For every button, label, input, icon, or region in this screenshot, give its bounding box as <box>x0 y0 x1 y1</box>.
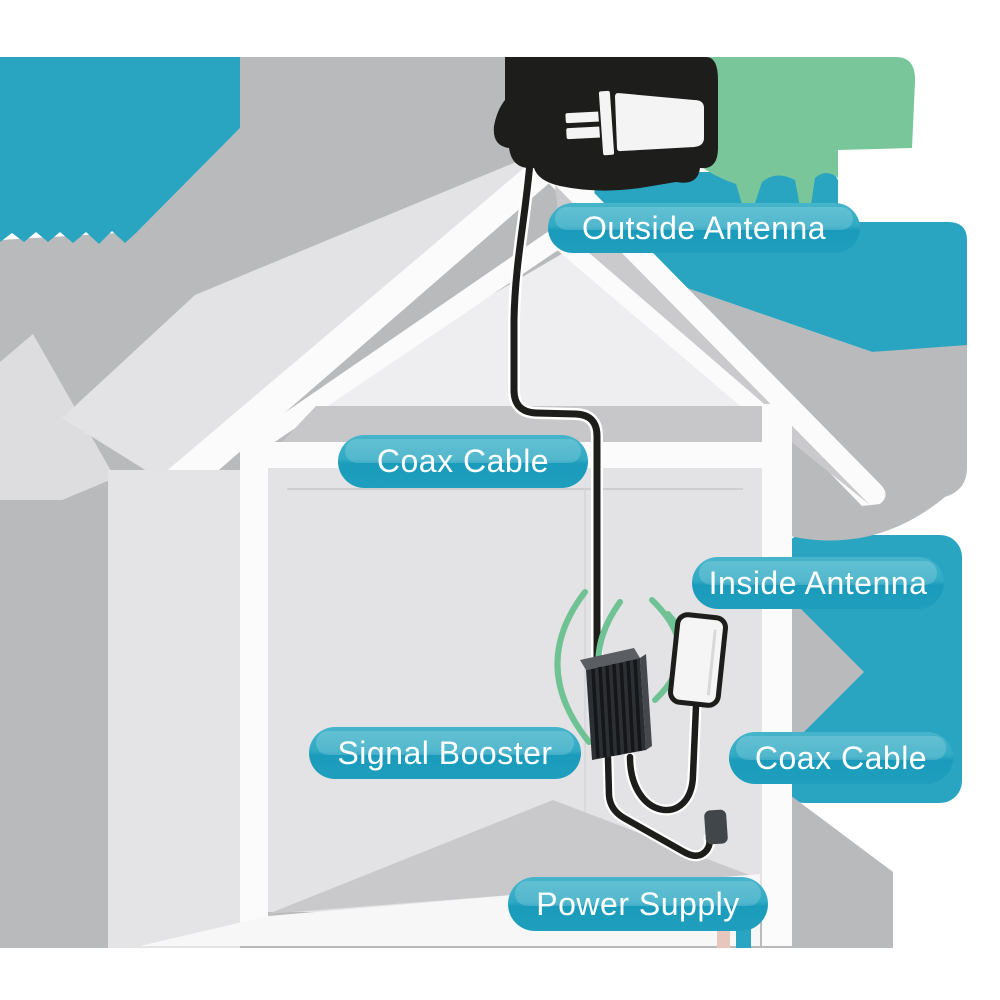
power-cord-path <box>602 752 716 862</box>
outside-antenna-icon <box>493 57 718 191</box>
bottom-strips <box>717 928 751 948</box>
coax-cable-path-inside <box>624 700 702 816</box>
outside-antenna-label: Outside Antenna <box>548 203 860 253</box>
inside-antenna-icon <box>668 612 728 708</box>
power-supply-icon <box>704 809 728 845</box>
inside-antenna-label: Inside Antenna <box>692 557 944 609</box>
gable-frame <box>248 222 792 460</box>
coax-cable-path-top <box>508 144 603 666</box>
signal-booster-icon <box>580 648 652 760</box>
coax-cable-bottom-label: Coax Cable <box>729 732 953 784</box>
coax-cable-top-label: Coax Cable <box>338 435 588 488</box>
signal-booster-label: Signal Booster <box>309 727 581 779</box>
signal-cloud-blob <box>0 57 240 244</box>
power-supply-label: Power Supply <box>508 877 768 931</box>
tree-blob-icon <box>703 57 916 238</box>
